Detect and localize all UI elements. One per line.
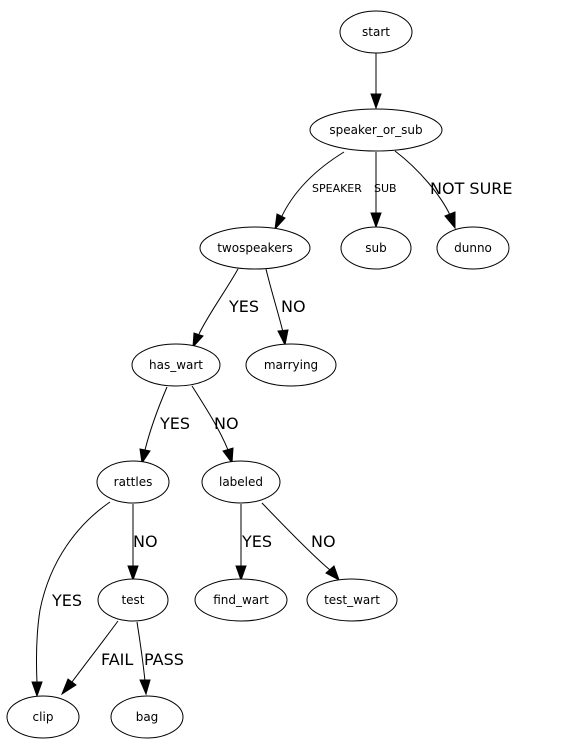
edge-twospeakers-to-marrying xyxy=(265,268,284,333)
arrowhead xyxy=(370,212,382,229)
node-label: labeled xyxy=(219,475,263,489)
node-labeled: labeled xyxy=(201,460,281,504)
edge-label-twospeakers-yes: YES xyxy=(228,297,259,316)
node-label: find_wart xyxy=(213,593,269,607)
node-shape xyxy=(97,578,169,622)
edge-label-labeled-yes: YES xyxy=(241,532,272,551)
node-shape xyxy=(340,226,412,270)
node-label: rattles xyxy=(114,475,153,489)
node-speaker-or-sub: speaker_or_sub xyxy=(309,108,443,152)
arrowhead xyxy=(60,678,77,696)
edge-has-wart-to-rattles xyxy=(144,386,168,451)
edge-labeled-to-test-wart xyxy=(261,502,331,571)
arrowhead xyxy=(325,565,340,582)
node-label: test xyxy=(121,593,144,607)
edge-label-twospeakers-no: NO xyxy=(281,297,306,316)
node-test: test xyxy=(97,578,169,622)
node-shape xyxy=(194,578,288,622)
edge-twospeakers-to-has-wart xyxy=(198,268,239,335)
node-shape xyxy=(309,108,443,152)
node-shape xyxy=(306,578,398,622)
node-label: bag xyxy=(136,710,159,724)
node-shape xyxy=(201,460,281,504)
node-rattles: rattles xyxy=(96,460,170,504)
edge-speaker-or-sub-to-dunno xyxy=(394,150,451,216)
node-twospeakers: twospeakers xyxy=(199,226,311,270)
arrowhead xyxy=(139,679,151,696)
edge-label-sub: SUB xyxy=(374,182,397,195)
node-shape xyxy=(436,226,510,270)
node-shape xyxy=(339,10,413,54)
node-sub: sub xyxy=(340,226,412,270)
node-shape xyxy=(96,460,170,504)
node-shape xyxy=(199,226,311,270)
node-label: marrying xyxy=(264,358,318,372)
node-has-wart: has_wart xyxy=(131,343,221,387)
arrowhead xyxy=(222,447,234,465)
edge-rattles-to-clip xyxy=(35,501,111,684)
arrowhead xyxy=(31,681,43,698)
node-shape xyxy=(6,695,80,739)
node-bag: bag xyxy=(110,695,184,739)
node-find-wart: find_wart xyxy=(194,578,288,622)
node-label: dunno xyxy=(454,241,492,255)
edge-label-has-wart-no: NO xyxy=(214,414,239,433)
arrowhead xyxy=(235,565,247,582)
edge-label-not-sure: NOT SURE xyxy=(430,179,513,198)
edge-test-to-clip xyxy=(71,620,119,683)
node-label: speaker_or_sub xyxy=(329,123,422,137)
arrowhead xyxy=(139,448,151,465)
node-start: start xyxy=(339,10,413,54)
edge-speaker-to-twospeakers xyxy=(280,151,345,219)
node-shape xyxy=(245,343,337,387)
node-label: start xyxy=(362,25,390,39)
arrowhead xyxy=(192,332,204,349)
edge-label-rattles-yes: YES xyxy=(51,591,82,610)
arrowhead xyxy=(277,329,289,347)
node-label: test_wart xyxy=(324,593,380,607)
node-dunno: dunno xyxy=(436,226,510,270)
edge-label-rattles-no: NO xyxy=(133,532,158,551)
edge-label-test-pass: PASS xyxy=(144,650,184,669)
node-label: sub xyxy=(365,241,386,255)
node-shape xyxy=(110,695,184,739)
arrowhead xyxy=(444,211,456,230)
edge-label-labeled-no: NO xyxy=(311,532,336,551)
node-clip: clip xyxy=(6,695,80,739)
edge-label-speaker: SPEAKER xyxy=(312,182,362,195)
node-shape xyxy=(131,343,221,387)
node-label: has_wart xyxy=(149,358,203,372)
arrowhead xyxy=(274,213,286,231)
edge-test-to-bag xyxy=(136,621,146,682)
arrowhead xyxy=(370,93,382,110)
node-label: clip xyxy=(33,710,54,724)
node-label: twospeakers xyxy=(217,241,293,255)
edge-has-wart-to-labeled xyxy=(191,385,229,451)
edge-label-test-fail: FAIL xyxy=(101,650,133,669)
arrowhead xyxy=(127,565,139,582)
node-marrying: marrying xyxy=(245,343,337,387)
node-test-wart: test_wart xyxy=(306,578,398,622)
edge-label-has-wart-yes: YES xyxy=(159,414,190,433)
